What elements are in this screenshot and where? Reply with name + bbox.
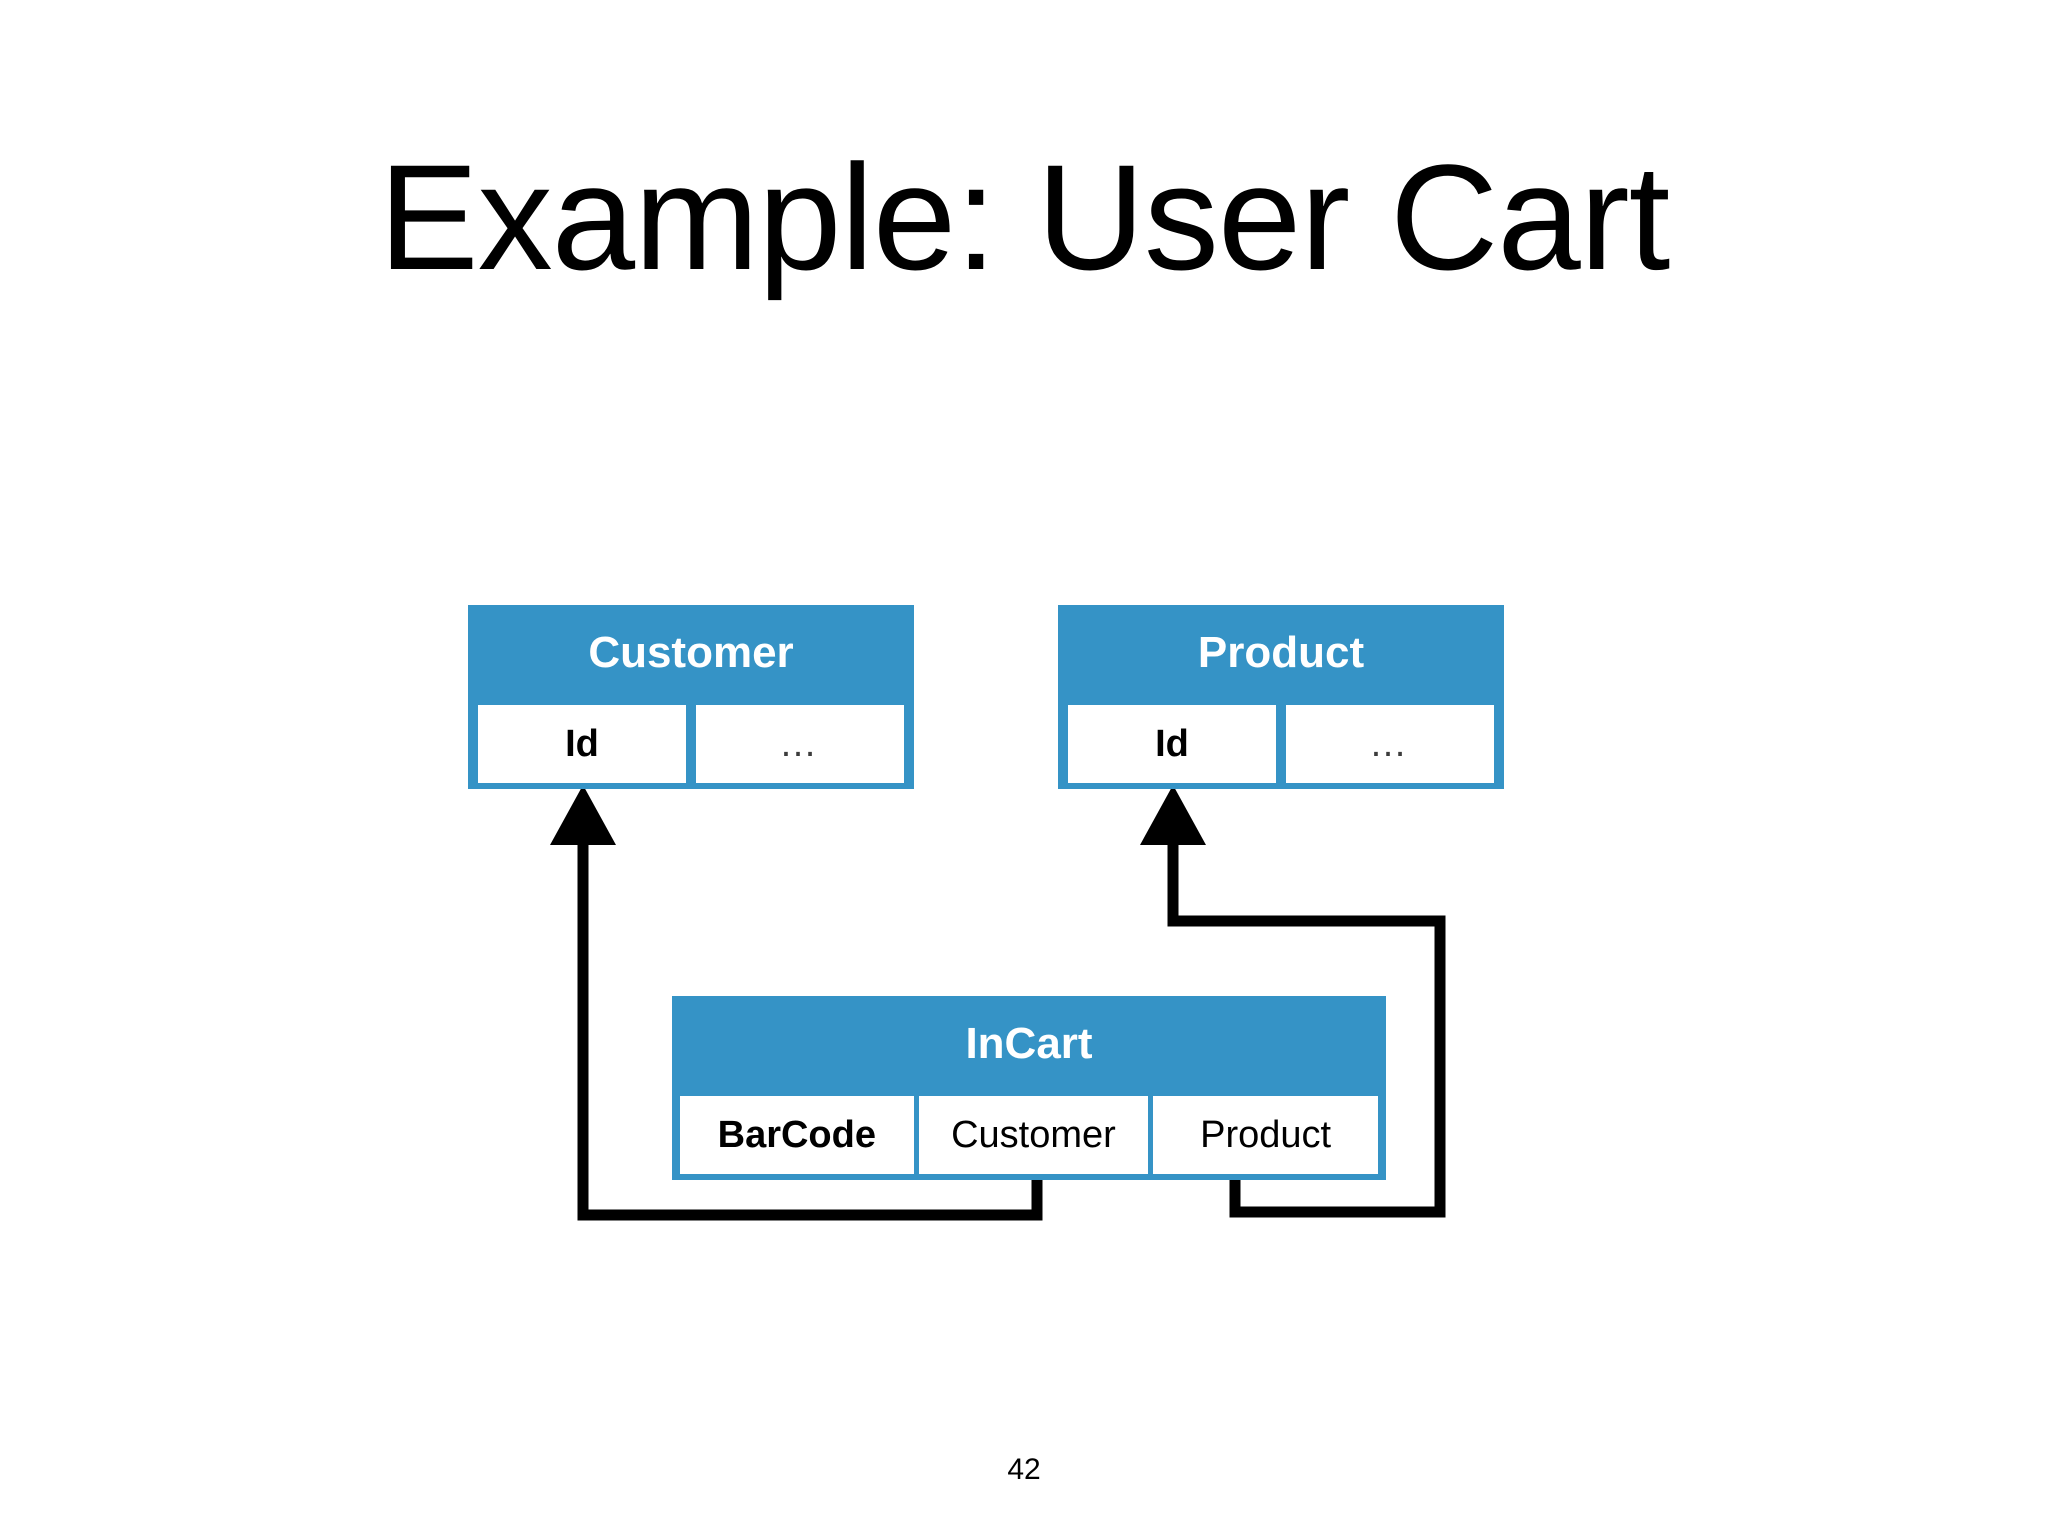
page-title: Example: User Cart: [378, 133, 1671, 301]
entity-incart[interactable]: InCart BarCode Customer Product: [672, 996, 1386, 1180]
entity-incart-fields: BarCode Customer Product: [672, 1096, 1386, 1194]
entity-product-fields: Id …: [1058, 705, 1504, 803]
page-number: 42: [1007, 1453, 1041, 1486]
entity-customer-field-id[interactable]: Id: [478, 705, 686, 783]
entity-incart-field-customer[interactable]: Customer: [918, 1096, 1149, 1174]
entity-customer[interactable]: Customer Id …: [468, 605, 914, 789]
entity-incart-field-barcode[interactable]: BarCode: [680, 1096, 914, 1174]
entity-product-field-id[interactable]: Id: [1068, 705, 1276, 783]
entity-product-title: Product: [1197, 628, 1365, 677]
entity-incart-title: InCart: [965, 1019, 1093, 1068]
entity-product[interactable]: Product Id …: [1058, 605, 1504, 789]
entity-customer-title: Customer: [588, 628, 794, 677]
entity-customer-field-more[interactable]: …: [696, 705, 904, 783]
entity-customer-fields: Id …: [468, 705, 914, 803]
entity-product-field-more[interactable]: …: [1286, 705, 1494, 783]
entity-incart-field-product[interactable]: Product: [1153, 1096, 1378, 1174]
